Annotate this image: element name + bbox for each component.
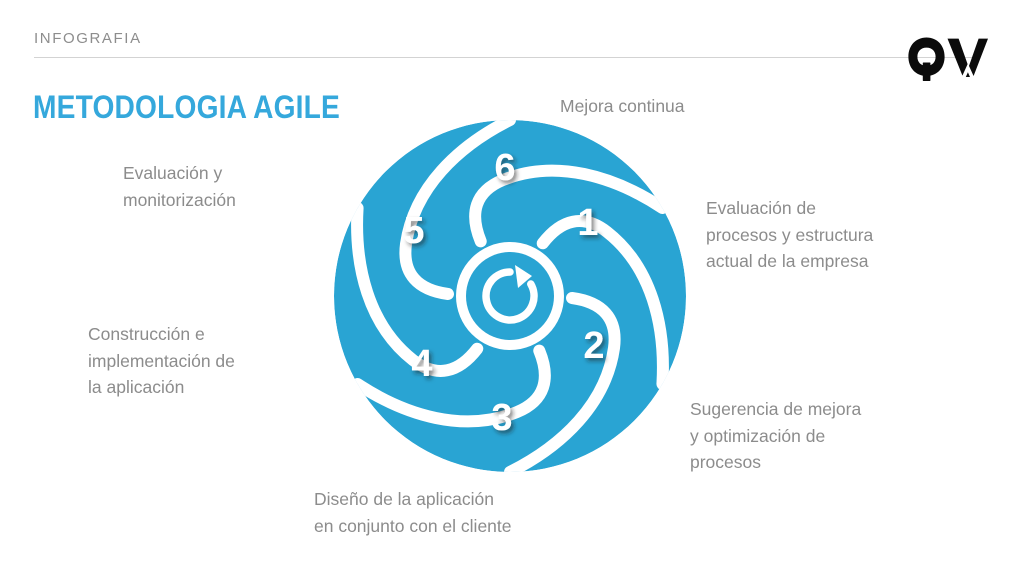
callout-label-3: Diseño de la aplicación en conjunto con … <box>314 489 512 536</box>
header-divider <box>34 57 974 58</box>
qv-logo-mark <box>908 37 988 82</box>
blade-number-3: 3 <box>491 397 512 439</box>
blade-number-4: 4 <box>411 343 432 385</box>
callout-label-1: Evaluación de procesos y estructura actu… <box>706 198 874 272</box>
callout-label-4: Construcción e implementación de la apli… <box>88 324 235 398</box>
page-title: METODOLOGIA AGILE <box>33 89 341 125</box>
callout-label-5: Evaluación y monitorización <box>123 163 236 210</box>
aperture-gaps <box>351 120 669 472</box>
aperture-diagram: 1 2 3 4 5 6 <box>334 120 686 472</box>
kicker-label: INFOGRAFIA <box>34 30 142 47</box>
refresh-rotate-icon <box>482 265 538 324</box>
aperture-hub <box>466 252 554 340</box>
qv-logo <box>906 36 988 82</box>
callout-label-6: Mejora continua <box>560 96 685 116</box>
blade-number-2: 2 <box>583 325 604 367</box>
callout-label-2: Sugerencia de mejora y optimización de p… <box>690 399 862 473</box>
blade-number-1: 1 <box>577 202 598 244</box>
blade-number-5: 5 <box>403 210 424 252</box>
aperture-wheel: 1 2 3 4 5 6 <box>322 108 698 484</box>
aperture-numbers: 1 2 3 4 5 6 <box>403 147 604 439</box>
blade-number-6: 6 <box>494 147 515 189</box>
